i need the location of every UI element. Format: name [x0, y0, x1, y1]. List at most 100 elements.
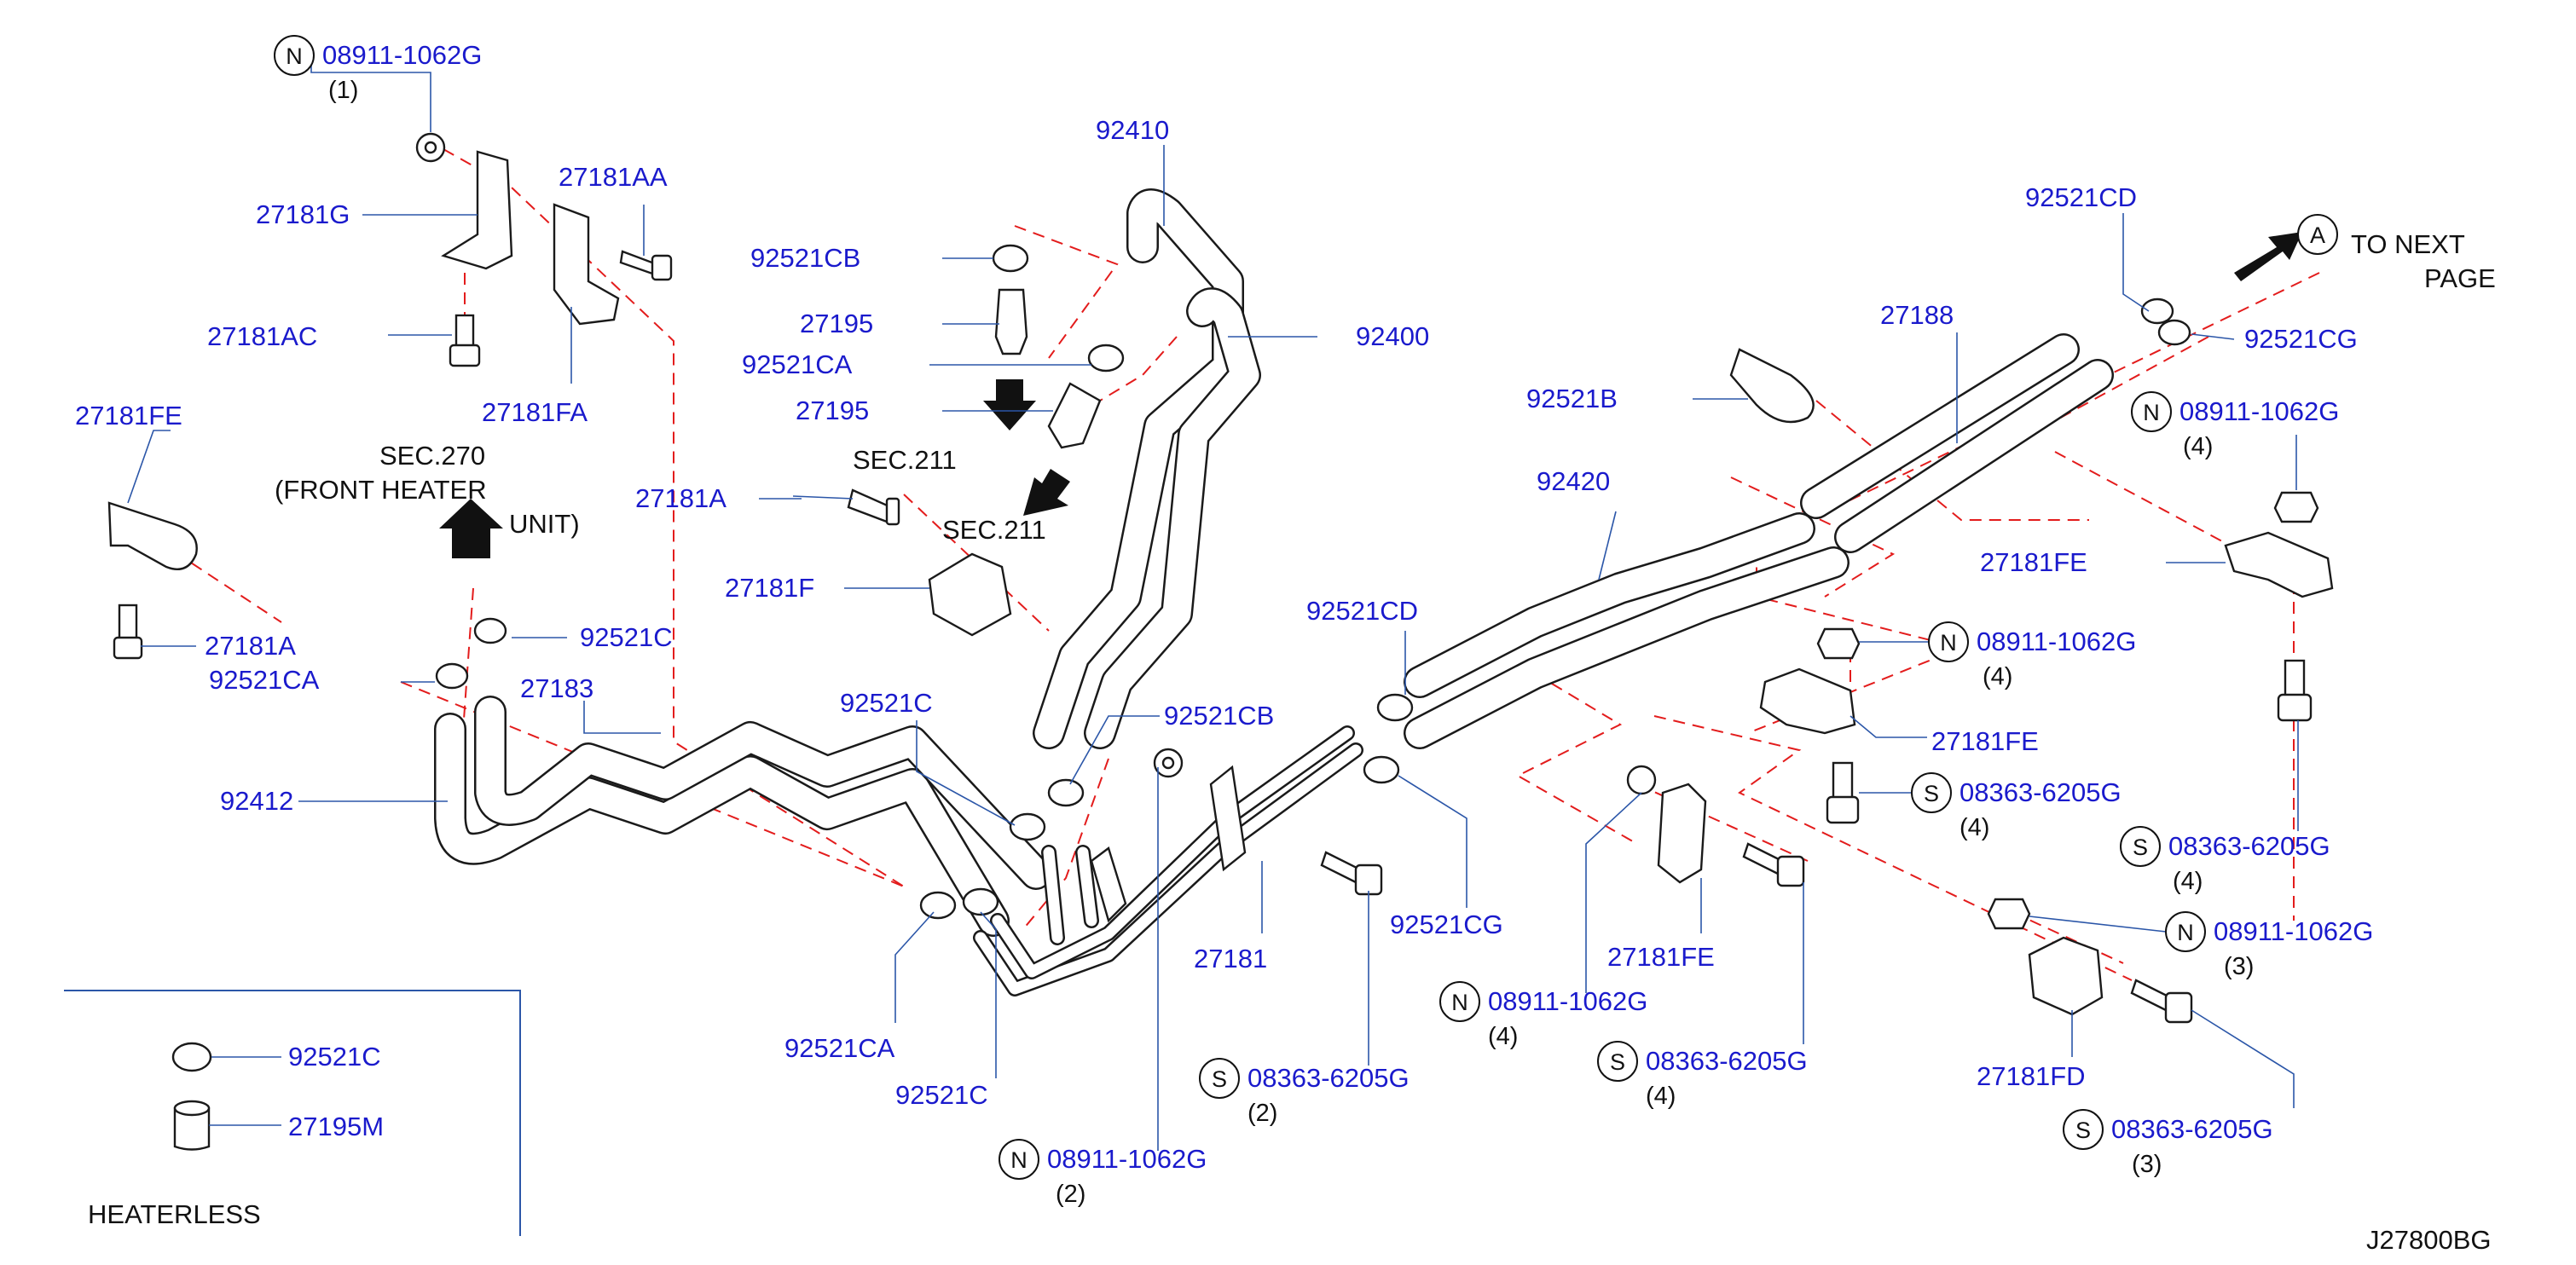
fastener-qty: (4)	[1983, 663, 2012, 690]
bolt-27181A-left	[118, 604, 138, 643]
bracket-27181	[1209, 765, 1247, 872]
heaterless-inset-frame	[64, 990, 521, 1236]
fastener-part[interactable]: 08911-1062G	[1047, 1144, 1207, 1174]
nut-symbol: N	[2143, 400, 2160, 425]
clip-27181FE-mid	[1759, 667, 1856, 735]
clamp-icon	[962, 887, 999, 916]
arrow-sec211-icon	[1023, 469, 1070, 516]
part-label[interactable]: 27195	[800, 309, 873, 338]
clip-27181FA	[553, 203, 620, 326]
circled-symbols: N A N N S S N N S S S N	[274, 35, 2338, 1180]
clip-27181FD	[2028, 936, 2104, 1016]
valve-27195-a	[994, 288, 1028, 355]
sec270-line1[interactable]: SEC.270	[379, 441, 485, 471]
part-label[interactable]: 92521CG	[1390, 910, 1503, 939]
part-label[interactable]: 92521CD	[1306, 596, 1418, 626]
part-label[interactable]: 92410	[1096, 115, 1169, 145]
part-label[interactable]: 92521CG	[2244, 324, 2358, 354]
pipe-92420-27188	[1404, 333, 2114, 749]
clip-27181F	[928, 552, 1012, 637]
fastener-labels: 08911-1062G (1) 08911-1062G (4) 08911-10…	[322, 40, 2373, 1208]
fastener-qty: (4)	[2183, 433, 2213, 460]
screw-symbol: S	[2075, 1118, 2091, 1143]
clamp-icon	[1009, 812, 1046, 841]
part-label[interactable]: 27181FE	[1607, 942, 1715, 972]
bolt-27181A-mid	[847, 488, 893, 523]
nut-symbol: N	[1010, 1147, 1028, 1173]
part-label[interactable]: 27181FE	[1980, 547, 2087, 577]
part-label[interactable]: 92521CA	[742, 349, 853, 379]
part-labels: 27181G 27181AA 27181AC 27181FA 27181FE 2…	[75, 115, 2358, 1141]
fastener-part[interactable]: 08911-1062G	[2214, 916, 2373, 946]
part-label[interactable]: 92400	[1356, 321, 1429, 351]
clamp-icon	[1376, 693, 1414, 722]
fastener-part[interactable]: 08363-6205G	[1247, 1063, 1410, 1093]
clip-27181FE-right	[2224, 531, 2334, 598]
bolt-27181AA	[619, 250, 658, 276]
part-label[interactable]: 92521CB	[1164, 701, 1274, 731]
part-label[interactable]: 27181F	[725, 573, 814, 603]
part-label[interactable]: 92521C	[895, 1080, 988, 1110]
diagram-code: J27800BG	[2366, 1225, 2492, 1255]
arrow-next-page-icon	[2234, 232, 2302, 281]
part-label[interactable]: 27181G	[256, 199, 350, 229]
screw-icon	[1742, 842, 1784, 875]
screw-symbol: S	[1924, 781, 1939, 806]
part-label[interactable]: 27181FE	[75, 401, 182, 430]
part-label[interactable]: 27195	[796, 396, 869, 425]
band-clamp-92521B	[1729, 348, 1815, 424]
part-label[interactable]: 27195M	[288, 1112, 384, 1141]
fastener-part[interactable]: 08363-6205G	[1959, 777, 2122, 807]
clamp-icon	[1363, 755, 1400, 784]
point-a-symbol: A	[2310, 222, 2325, 248]
fastener-part[interactable]: 08911-1062G	[2179, 396, 2339, 426]
part-label[interactable]: 27181FE	[1931, 726, 2039, 756]
clamp-icon	[473, 617, 507, 644]
part-label[interactable]: 92521C	[840, 688, 933, 718]
screw-symbol: S	[1212, 1066, 1227, 1092]
sec211-reference[interactable]: SEC.211	[853, 445, 957, 475]
part-label[interactable]: 27181FD	[1977, 1061, 2086, 1091]
nut-icon	[1987, 898, 2031, 930]
part-label[interactable]: 27181	[1194, 944, 1267, 973]
nut-icon	[1626, 765, 1657, 795]
next-page-line1[interactable]: TO NEXT	[2351, 229, 2465, 259]
part-label[interactable]: 92521C	[288, 1042, 381, 1071]
sec211-reference[interactable]: SEC.211	[942, 515, 1046, 545]
fastener-part[interactable]: 08911-1062G	[1488, 986, 1647, 1016]
fastener-part[interactable]: 08363-6205G	[1646, 1046, 1808, 1076]
part-label[interactable]: 27181A	[635, 483, 726, 513]
part-label[interactable]: 92412	[220, 786, 293, 816]
clamp-icon	[171, 1042, 212, 1072]
part-label[interactable]: 27181A	[205, 631, 296, 661]
part-label[interactable]: 92521CD	[2025, 182, 2137, 212]
nut-icon	[2273, 491, 2319, 523]
part-label[interactable]: 27181AA	[559, 162, 668, 192]
screw-icon	[2284, 659, 2306, 701]
part-label[interactable]: 92420	[1537, 466, 1610, 496]
fastener-qty: (2)	[1247, 1100, 1277, 1127]
sec270-line3: UNIT)	[509, 509, 580, 539]
part-label[interactable]: 92521B	[1526, 384, 1618, 413]
fastener-part[interactable]: 08911-1062G	[322, 40, 482, 70]
nut-symbol: N	[1451, 990, 1468, 1015]
fastener-part[interactable]: 08363-6205G	[2168, 831, 2330, 861]
part-label[interactable]: 92521CB	[750, 243, 860, 273]
next-page-line2: PAGE	[2424, 263, 2496, 293]
part-label[interactable]: 92521CA	[209, 665, 320, 695]
tube-27181	[973, 725, 1363, 996]
fastener-qty: (4)	[1488, 1023, 1518, 1050]
part-label[interactable]: 92521C	[580, 622, 673, 652]
fastener-part[interactable]: 08911-1062G	[1977, 627, 2136, 656]
part-label[interactable]: 92521CA	[784, 1033, 895, 1063]
part-label[interactable]: 27181FA	[482, 397, 588, 427]
fastener-part[interactable]: 08363-6205G	[2111, 1114, 2273, 1144]
screw-icon	[1320, 851, 1362, 884]
part-label[interactable]: 27181AC	[207, 321, 317, 351]
part-label[interactable]: 27183	[520, 673, 593, 703]
fastener-qty: (4)	[1646, 1083, 1676, 1110]
pipe-92412-27183	[434, 696, 1052, 937]
screw-icon	[1832, 761, 1854, 803]
part-label[interactable]: 27188	[1880, 300, 1954, 330]
